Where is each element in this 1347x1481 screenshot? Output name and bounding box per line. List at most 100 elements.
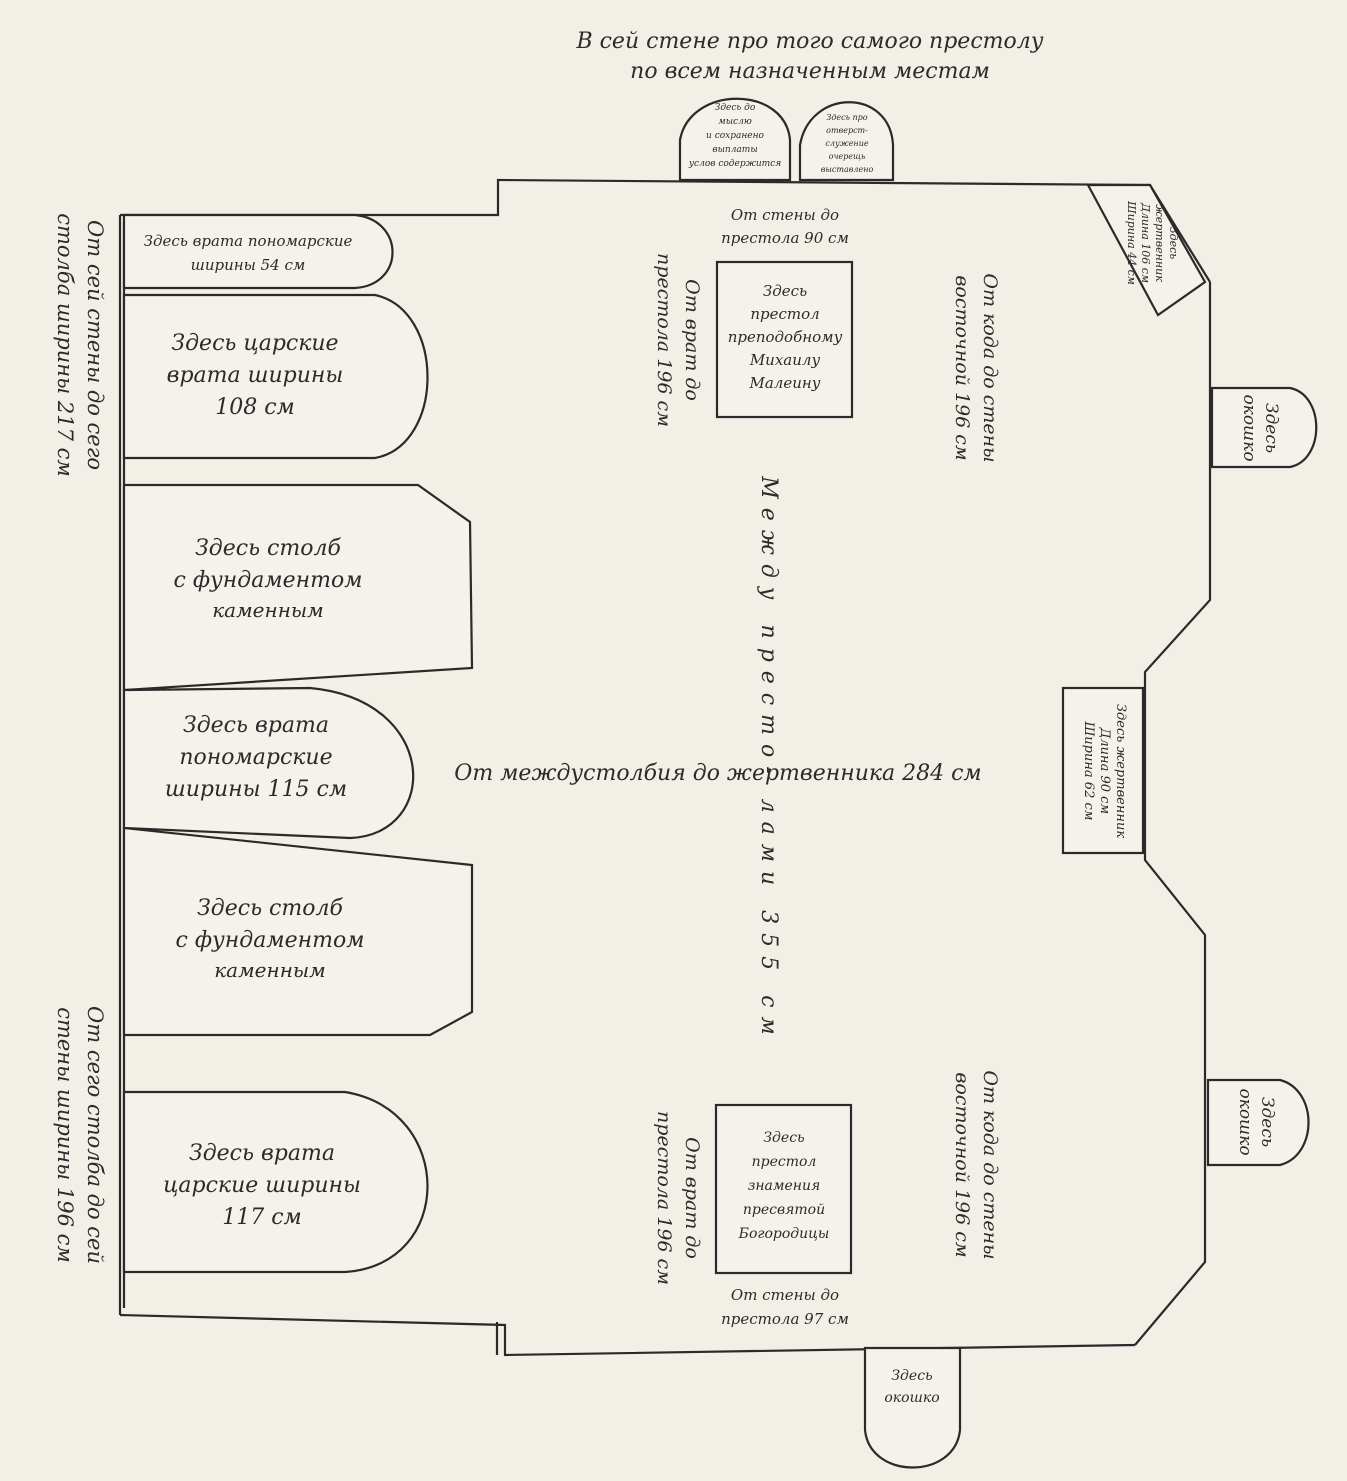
to-prothesis-label: От междустолбия до жертвенника 284 см — [454, 761, 981, 786]
royal-gate-2-text: Здесь врата царские ширины 117 см — [163, 1141, 361, 1230]
south-altar-box — [714, 1103, 853, 1275]
gate-small-text: Здесь врата пономарские ширины 54 см — [144, 232, 353, 274]
north-altar-gate-distance: От врат до престола 196 см — [653, 253, 703, 427]
south-altar-east-distance: От кода до стены восточной 196 см — [951, 1070, 1001, 1259]
royal-gate-2-line-3: 117 см — [222, 1205, 302, 1230]
west-sexton-gate — [122, 686, 415, 840]
south-wall-distance-line-2: престола 97 см — [721, 1310, 849, 1328]
top-window-left-line-2: мыслю — [718, 117, 752, 127]
east-window-upper-line-2: окошко — [1239, 394, 1259, 461]
top-window-left — [678, 97, 792, 182]
top-window-right-line-3: служение — [825, 139, 868, 148]
prothesis-line-1: Здесь жертвенник — [1113, 704, 1128, 838]
pillar-1-line-2: с фундаментом — [174, 568, 363, 593]
left-side-top-label: От сей стены до сего столба ширины 217 с… — [53, 213, 107, 477]
prothesis-line-3: Ширина 62 см — [1081, 720, 1096, 820]
between-altars-text: Между престо- лами 355 см — [756, 475, 781, 1043]
pillar-2-line-3: каменным — [214, 958, 326, 982]
north-gate-distance-line-2: престола 196 см — [653, 253, 675, 427]
pillar-1-line-3: каменным — [212, 598, 324, 622]
left-side-bottom-line-2: стены ширины 196 см — [53, 1007, 77, 1263]
south-east-distance-line-2: восточной 196 см — [951, 1072, 973, 1257]
royal-gate-1-line-2: врата ширины — [167, 363, 344, 388]
pillar-1-text: Здесь столб с фундаментом каменным — [174, 536, 363, 622]
top-window-left-line-5: услов содержится — [688, 159, 781, 169]
east-window-lower — [1206, 1078, 1310, 1167]
pillar-2-line-1: Здесь столб — [197, 896, 343, 921]
heading-line-2: по всем назначенным местам — [630, 59, 990, 84]
left-side-top-line-2: столба ширины 217 см — [53, 213, 77, 477]
west-royal-gate-2 — [122, 1090, 429, 1274]
south-altar-line-5: Богородицы — [738, 1226, 830, 1242]
south-altar-line-2: престол — [752, 1154, 817, 1170]
corner-niche-line-3: Длина 106 см — [1139, 202, 1152, 283]
royal-gate-1-line-3: 108 см — [215, 395, 295, 420]
top-window-right-line-5: выставлено — [821, 165, 874, 174]
plan-heading: В сей стене про того самого престолу по … — [575, 29, 1043, 84]
prothesis-line-2: Длина 90 см — [1097, 727, 1112, 814]
corner-niche-line-1: Здесь — [1167, 227, 1180, 259]
north-wall-distance-line-1: От стены до — [731, 206, 839, 224]
royal-gate-1-line-1: Здесь царские — [171, 331, 338, 356]
top-window-left-line-3: и сохранено — [706, 131, 765, 141]
north-altar-east-distance: От кода до стены восточной 196 см — [951, 273, 1001, 462]
top-window-left-text: Здесь до мыслю и сохранено выплаты услов сод… — [688, 103, 781, 169]
prothesis-table — [1061, 686, 1145, 855]
top-window-right-text: Здесь про отверст-служение очерещь выставле… — [821, 113, 874, 174]
gate-small-line-2: ширины 54 см — [191, 256, 306, 274]
left-side-bottom-label: От сего столба до сей стены ширины 196 с… — [53, 1006, 107, 1264]
top-window-right-line-4: очерещь — [829, 152, 866, 161]
sexton-gate-line-1: Здесь врата — [183, 713, 329, 738]
between-altars-label: Между престо- лами 355 см — [756, 475, 781, 1043]
corner-niche-line-4: Ширина 44 см — [1125, 200, 1138, 285]
east-window-upper-line-1: Здесь — [1261, 403, 1281, 453]
west-gate-small — [122, 213, 394, 290]
top-window-left-line-1: Здесь до — [715, 103, 756, 113]
north-gate-distance-line-1: От врат до — [681, 279, 703, 401]
south-east-distance-line-1: От кода до стены — [979, 1070, 1001, 1259]
west-pillar-2 — [122, 826, 474, 1037]
south-altar-line-4: пресвятой — [743, 1202, 825, 1218]
north-wall-distance-line-2: престола 90 см — [721, 229, 849, 247]
north-altar-line-4: Михаилу — [749, 351, 821, 369]
bottom-window-line-1: Здесь — [891, 1368, 932, 1384]
north-altar-line-2: престол — [750, 305, 819, 323]
bottom-window — [863, 1346, 962, 1469]
gate-small-line-1: Здесь врата пономарские — [144, 232, 353, 250]
south-gate-distance-line-2: престола 196 см — [653, 1111, 675, 1285]
south-gate-distance-line-1: От врат до — [681, 1137, 703, 1259]
sexton-gate-text: Здесь врата пономарские ширины 115 см — [165, 713, 347, 802]
sexton-gate-line-3: ширины 115 см — [165, 777, 347, 802]
pillar-1-line-1: Здесь столб — [195, 536, 341, 561]
west-royal-gate-1 — [122, 293, 429, 460]
pillar-2-text: Здесь столб с фундаментом каменным — [176, 896, 365, 982]
south-wall-distance-line-1: От стены до — [731, 1286, 839, 1304]
south-altar-wall-distance: От стены до престола 97 см — [721, 1286, 849, 1328]
east-window-lower-line-1: Здесь — [1257, 1097, 1277, 1147]
north-altar-box — [715, 260, 854, 419]
north-altar-line-1: Здесь — [763, 282, 807, 300]
left-side-top-line-1: От сей стены до сего — [83, 220, 107, 470]
south-altar-gate-distance: От врат до престола 196 см — [653, 1111, 703, 1285]
north-east-distance-line-2: восточной 196 см — [951, 275, 973, 460]
top-window-right-line-1: Здесь про — [826, 113, 867, 122]
top-window-left-line-4: выплаты — [712, 145, 757, 155]
top-window-right-line-2: отверст- — [826, 126, 868, 135]
south-altar-line-3: знамения — [748, 1178, 821, 1194]
top-window-right — [798, 101, 895, 182]
royal-gate-1-text: Здесь царские врата ширины 108 см — [167, 331, 344, 420]
corner-niche — [1086, 183, 1207, 317]
royal-gate-2-line-1: Здесь врата — [189, 1141, 335, 1166]
left-side-bottom-line-1: От сего столба до сей — [83, 1006, 107, 1264]
north-east-distance-line-1: От кода до стены — [979, 273, 1001, 462]
south-altar-line-1: Здесь — [763, 1130, 804, 1146]
royal-gate-2-line-2: царские ширины — [163, 1173, 361, 1198]
